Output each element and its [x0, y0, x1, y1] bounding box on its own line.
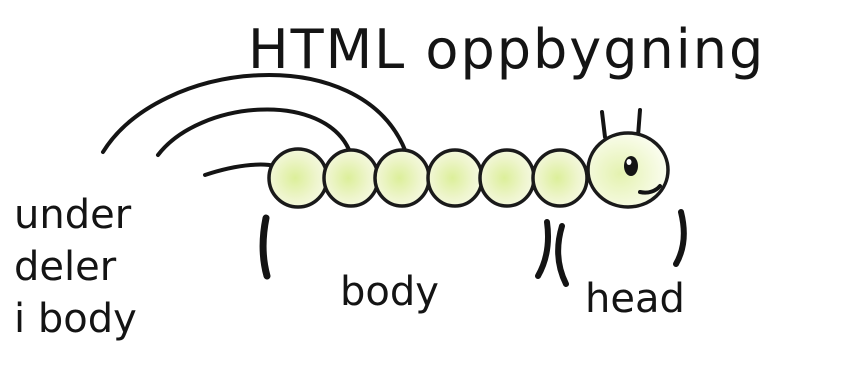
body-segment [267, 147, 329, 209]
pointer-arc-outer [101, 73, 407, 154]
body-label: body [340, 269, 439, 315]
antenna-right [636, 108, 642, 138]
eye-highlight [626, 159, 632, 165]
head-bracket-left [555, 223, 569, 287]
antenna-left [600, 110, 607, 139]
subparts-label-line-3: i body [14, 296, 137, 342]
diagram-title: HTML oppbygning [248, 18, 765, 81]
pointer-arc-middle [156, 107, 352, 157]
mouth-icon [638, 184, 662, 195]
body-segment [426, 148, 484, 208]
subparts-label-line-1: under [14, 192, 132, 238]
body-segment [322, 148, 380, 208]
body-segment [373, 148, 431, 208]
body-bracket-right [535, 219, 551, 279]
eye-icon [624, 156, 638, 176]
body-segment [531, 148, 589, 208]
body-bracket-left [259, 214, 271, 280]
bracket-marks [259, 209, 687, 287]
caterpillar-head [586, 108, 670, 209]
head-label: head [585, 276, 685, 322]
caterpillar-body [267, 147, 589, 209]
subparts-label-line-2: deler [14, 244, 117, 290]
head-bracket-right [673, 209, 687, 267]
body-segment [478, 148, 536, 208]
